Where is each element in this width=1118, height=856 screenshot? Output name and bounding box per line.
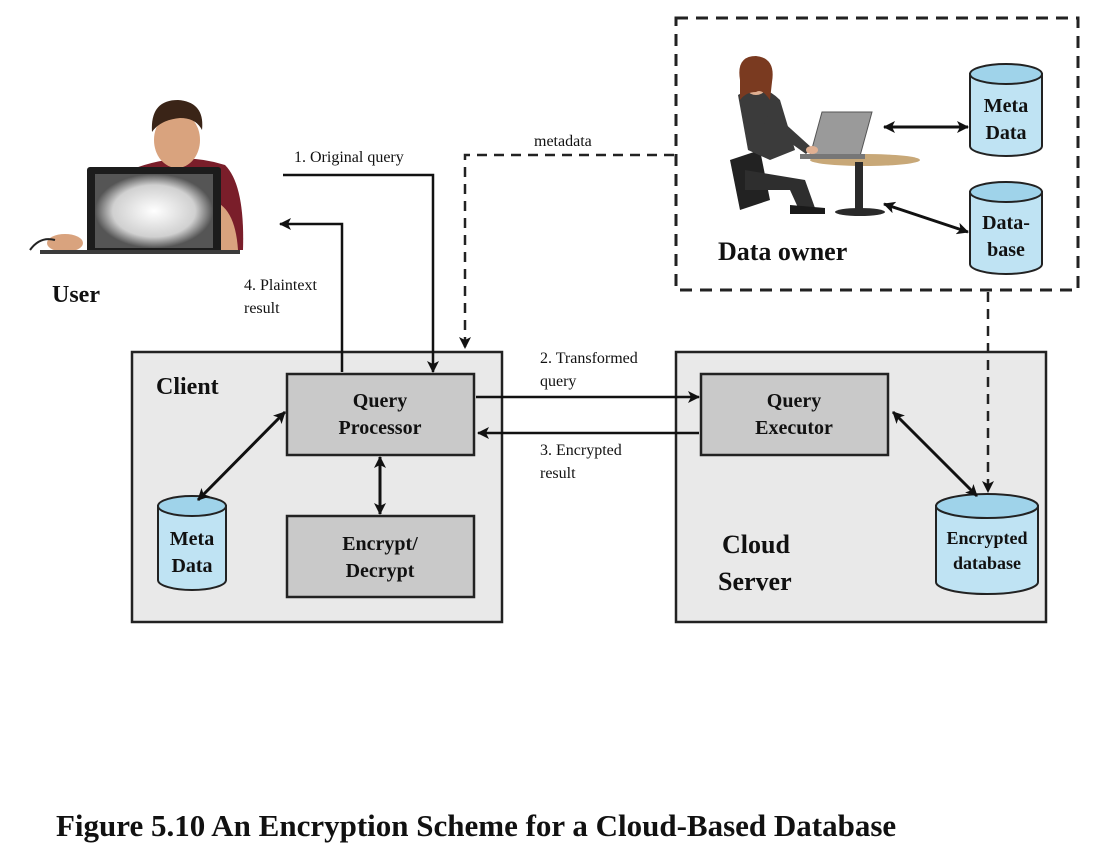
plaintext-result-label-line1: 4. Plaintext xyxy=(244,277,317,294)
client-meta-data-line1: Meta xyxy=(170,528,214,550)
query-processor-line2: Processor xyxy=(339,417,422,439)
query-executor-line2: Executor xyxy=(755,417,833,439)
user-illustration xyxy=(29,100,244,254)
transformed-query-label-line1: 2. Transformed xyxy=(540,350,638,367)
user-label: User xyxy=(52,282,100,308)
original-query-label: 1. Original query xyxy=(294,149,404,166)
encrypted-result-label-line1: 3. Encrypted xyxy=(540,442,622,459)
encrypt-decrypt-line2: Decrypt xyxy=(346,560,415,582)
encrypt-decrypt-box xyxy=(285,514,476,599)
query-executor-line1: Query xyxy=(767,390,821,412)
metadata-dashed-arrow xyxy=(459,153,674,349)
owner-meta-data-line2: Data xyxy=(985,122,1026,144)
executor-to-encrypted-db-arrow xyxy=(891,410,979,498)
client-meta-data-cylinder: Meta Data xyxy=(157,495,227,591)
owner-meta-data-cylinder: Meta Data xyxy=(969,63,1043,157)
figure-caption: Figure 5.10 An Encryption Scheme for a C… xyxy=(56,808,897,843)
owner-database-line1: Data- xyxy=(982,212,1030,234)
original-query-arrow xyxy=(283,173,439,373)
encrypted-result-label-line2: result xyxy=(540,465,576,482)
cloud-server-label-line1: Cloud xyxy=(722,530,790,559)
cloud-server-label-line2: Server xyxy=(718,567,792,596)
query-executor-box xyxy=(699,372,890,457)
encrypted-database-line2: database xyxy=(953,553,1021,573)
owner-meta-data-line1: Meta xyxy=(984,95,1028,117)
client-label: Client xyxy=(156,374,219,400)
plaintext-result-arrow xyxy=(279,218,344,372)
client-meta-data-line2: Data xyxy=(171,555,212,577)
data-owner-label: Data owner xyxy=(718,237,847,266)
plaintext-result-label-line2: result xyxy=(244,300,280,317)
transformed-query-label-line2: query xyxy=(540,373,576,390)
owner-database-line2: base xyxy=(987,239,1025,261)
encrypt-decrypt-line1: Encrypt/ xyxy=(342,533,418,555)
data-owner-boundary xyxy=(674,16,1080,292)
query-processor-line1: Query xyxy=(353,390,407,412)
owner-database-cylinder: Data- base xyxy=(969,181,1043,275)
owner-to-database-arrow xyxy=(883,201,969,235)
encrypted-database-line1: Encrypted xyxy=(947,528,1028,548)
data-owner-illustration xyxy=(730,56,920,216)
metadata-label: metadata xyxy=(534,133,592,150)
encrypted-database-cylinder: Encrypted database xyxy=(935,493,1039,595)
processor-to-meta-arrow xyxy=(196,410,287,502)
query-processor-box xyxy=(285,372,476,457)
